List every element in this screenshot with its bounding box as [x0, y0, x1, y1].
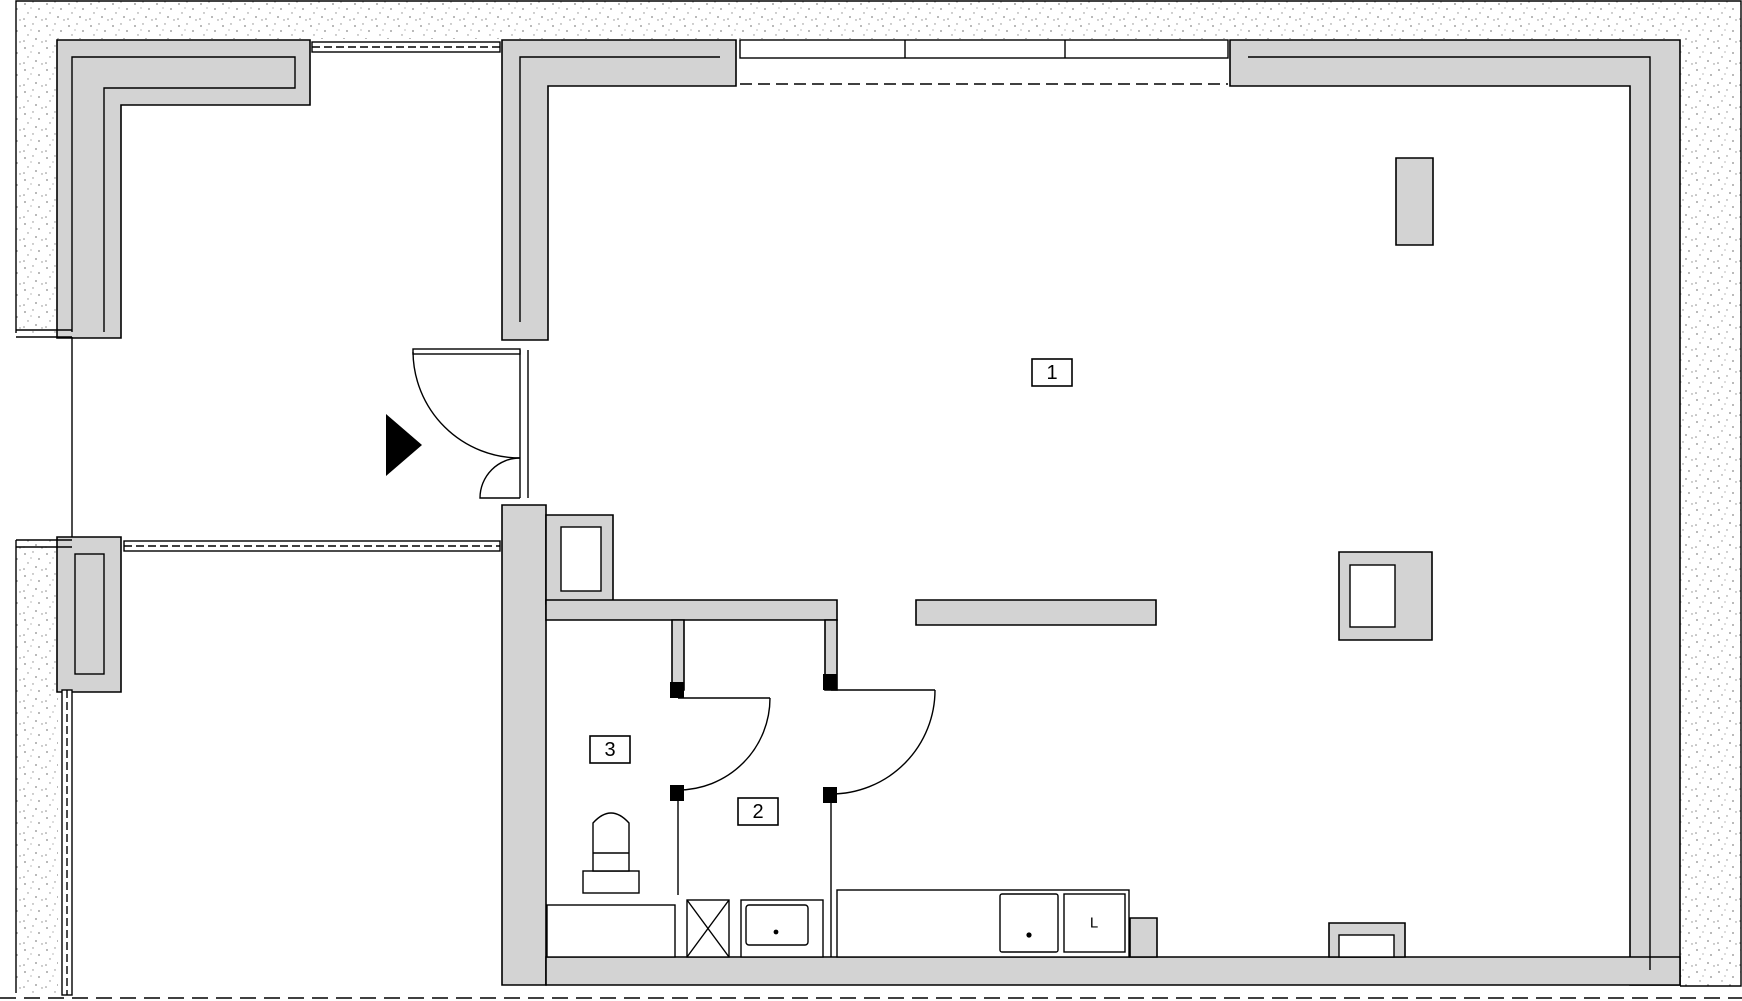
- wall-left-column: [56, 536, 122, 693]
- wall-center-spine: [501, 504, 547, 986]
- wall-bathroom-top: [545, 599, 838, 621]
- room-label-1: 1: [1031, 358, 1073, 387]
- exterior-texture: [15, 0, 1742, 993]
- wall-bottom: [545, 956, 1681, 986]
- walls: [56, 39, 1681, 986]
- room-label-2: 2: [737, 797, 779, 826]
- doors: [386, 348, 936, 957]
- toilet-icon: [582, 812, 640, 894]
- wall-bottom-stub: [1129, 917, 1158, 958]
- wall-column-top-right: [1395, 157, 1434, 246]
- appliance-label: L: [1090, 915, 1098, 932]
- svg-text:2: 2: [752, 801, 763, 823]
- counter-room-3: [546, 904, 676, 958]
- fixtures: L: [546, 812, 1395, 958]
- bathroom-door-room-3: [670, 682, 771, 895]
- entrance-door: [386, 348, 521, 499]
- washbasin-icon: [740, 899, 824, 958]
- wall-center-beam: [915, 599, 1157, 626]
- wall-main-top-right: [1229, 39, 1681, 986]
- wall-top-left-corner: [56, 39, 311, 339]
- room-labels: 1 2 3: [589, 358, 1073, 826]
- windows: [61, 39, 1229, 996]
- shower-tray-icon: [686, 899, 730, 958]
- wall-main-perimeter: [501, 39, 737, 341]
- svg-text:1: 1: [1046, 362, 1057, 384]
- entry-lines: [0, 329, 1742, 999]
- svg-text:3: 3: [604, 739, 615, 761]
- bathroom-door-room-2: [823, 674, 936, 957]
- entrance-arrow-icon: [386, 414, 422, 476]
- wall-inner-lines: [71, 56, 1651, 970]
- room-label-3: 3: [589, 735, 631, 764]
- kitchen-counter: L: [836, 889, 1130, 958]
- bottom-niche-slot: [1338, 934, 1395, 958]
- wall-bathroom-partition-a: [671, 619, 685, 691]
